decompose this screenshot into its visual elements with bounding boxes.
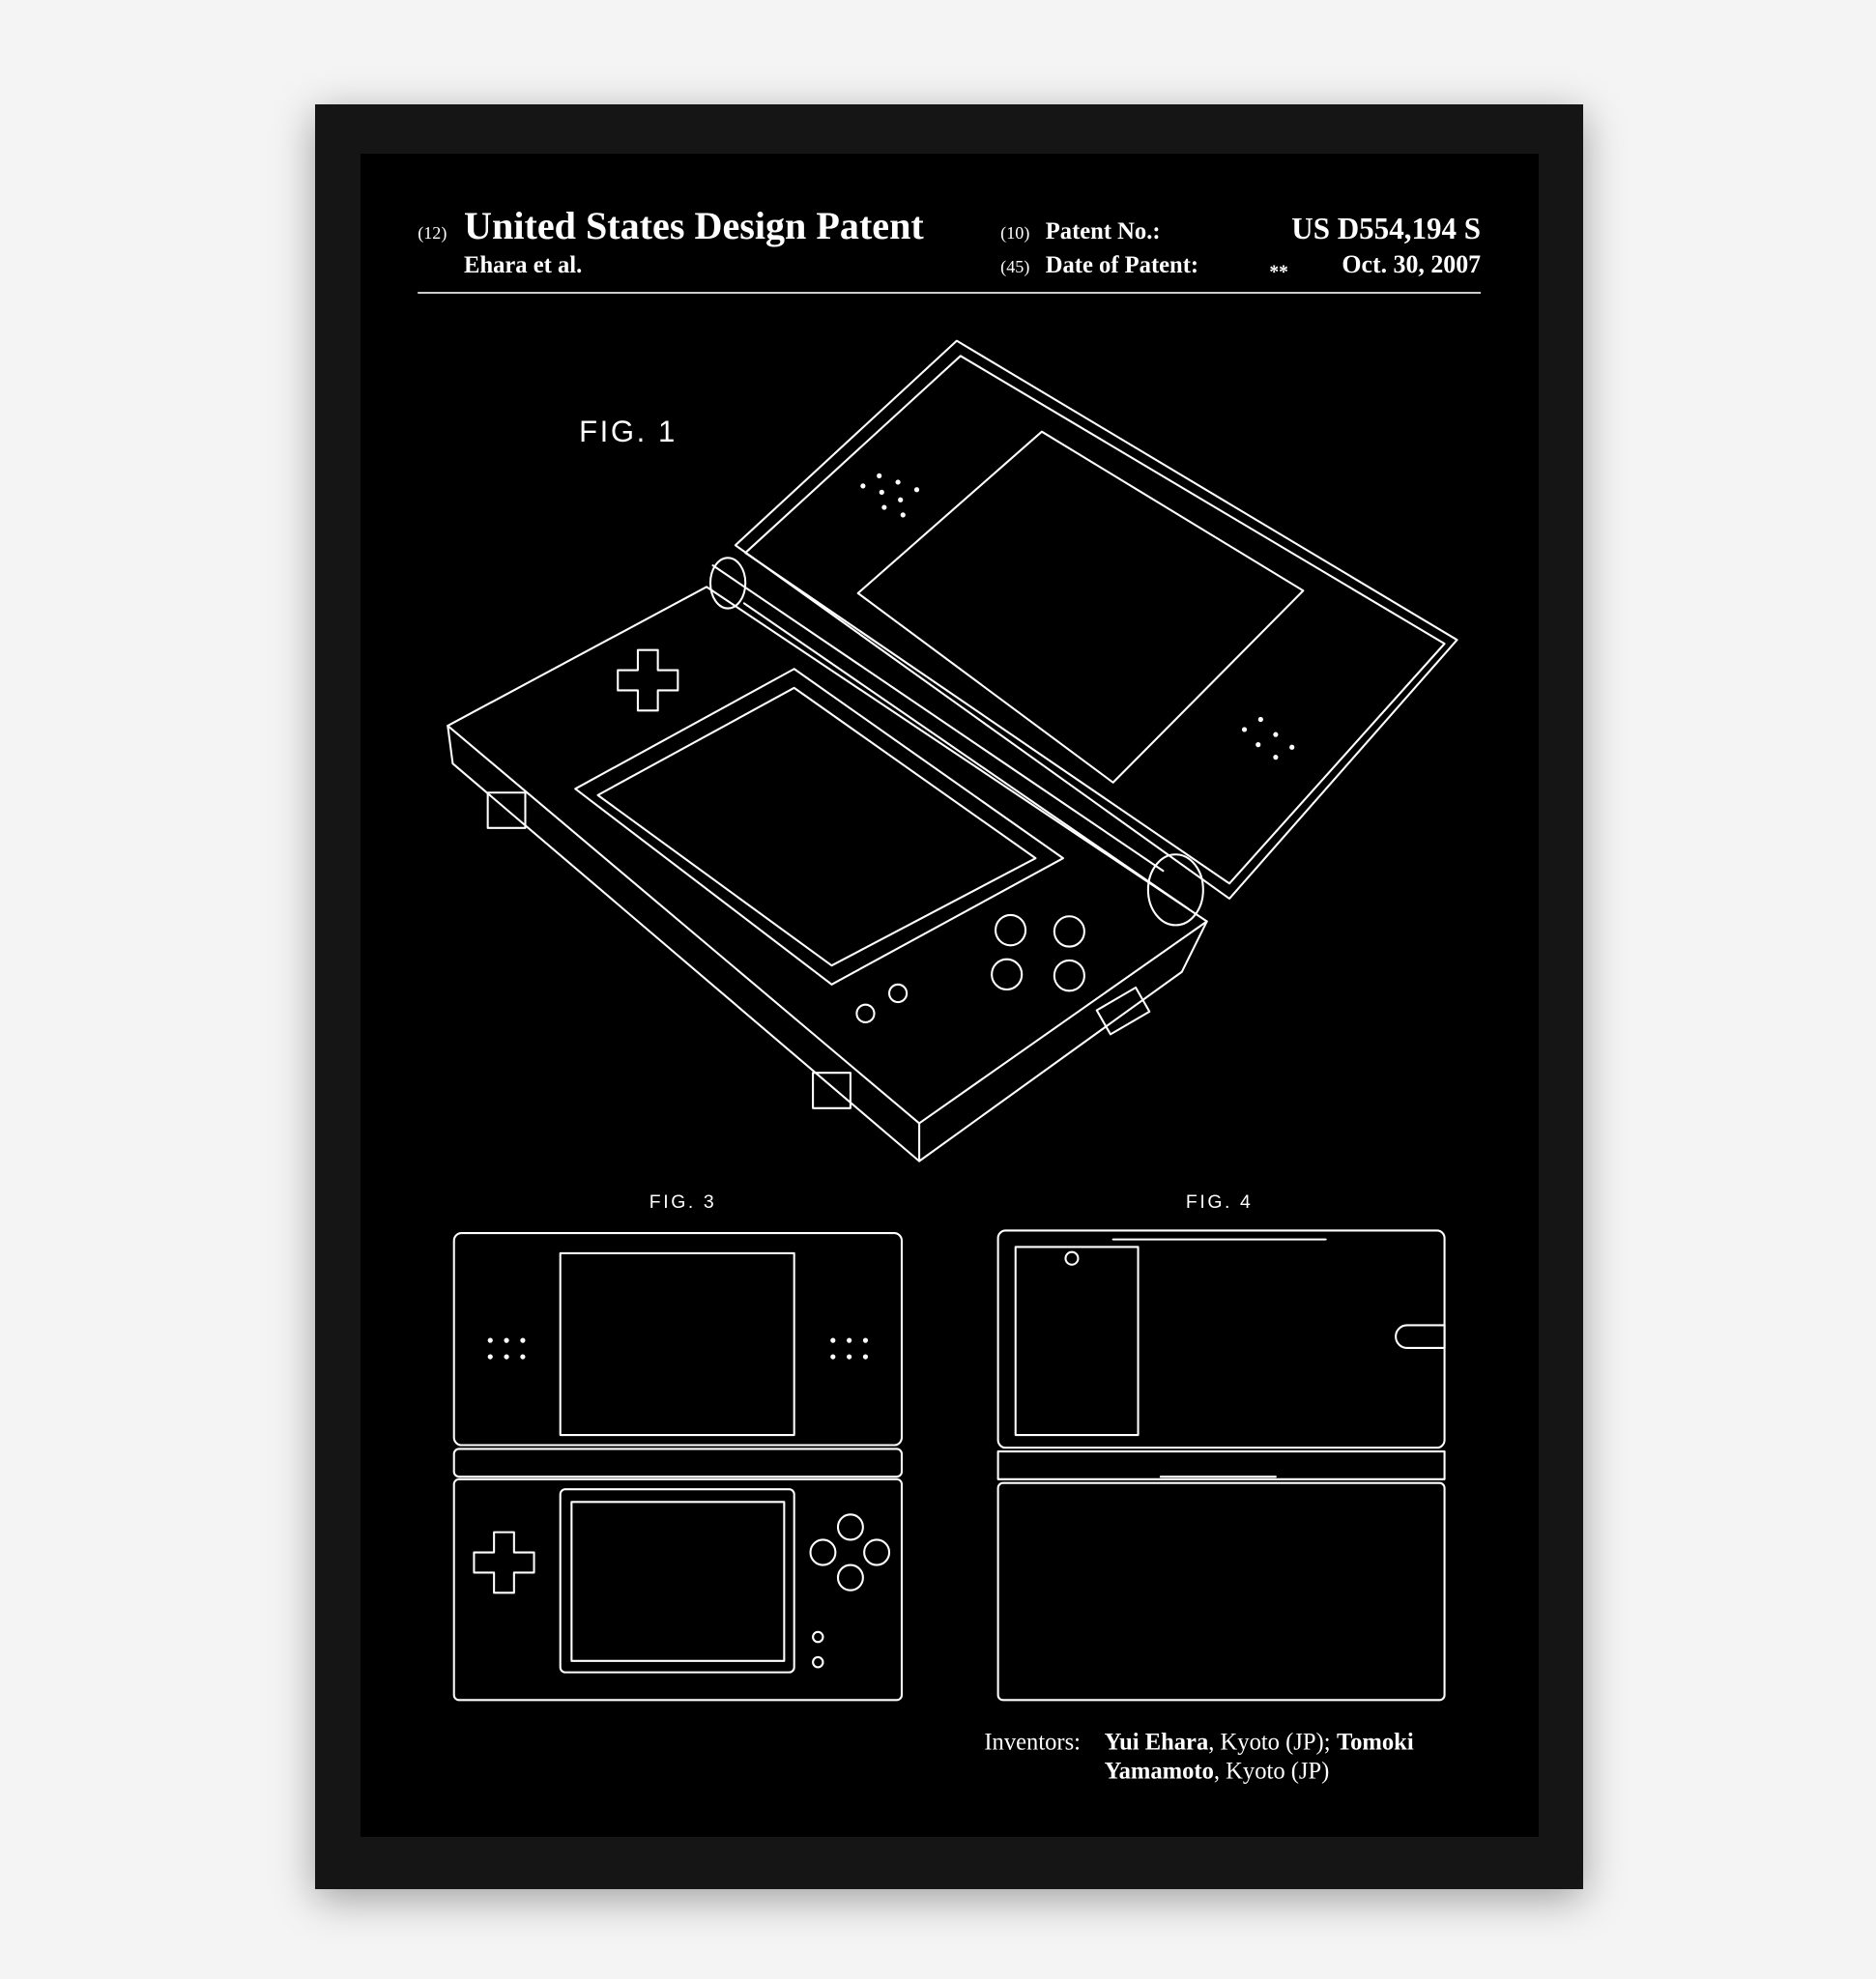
fig1-drawing [447,339,1458,1162]
inventors-label: Inventors: [984,1729,1081,1755]
patent-no-code: (10) [1000,223,1029,244]
patent-date: Oct. 30, 2007 [1342,250,1481,278]
patent-poster [361,154,1539,1837]
patent-number: US D554,194 S [1291,212,1481,245]
fig4-label: FIG. 4 [1186,1191,1253,1213]
inventor-2-name-last: Yamamoto [1105,1758,1214,1784]
date-code: (45) [1000,257,1029,277]
inventor-2-location: , Kyoto (JP) [1214,1758,1329,1784]
inventor-1-name: Yui Ehara [1105,1729,1209,1755]
fig4-drawing [996,1229,1446,1702]
inventor-1-location: , Kyoto (JP); [1208,1729,1330,1755]
patent-title: United States Design Patent [464,204,924,247]
inventors-line1: Yui Ehara, Kyoto (JP); Tomoki [1105,1729,1414,1755]
date-label: Date of Patent: [1046,252,1198,278]
patent-no-label: Patent No.: [1046,218,1161,244]
kind-code: (12) [418,223,447,244]
inventors-line2: Yamamoto, Kyoto (JP) [1105,1758,1330,1784]
fig1-label: FIG. 1 [579,415,678,448]
fig3-label: FIG. 3 [649,1191,716,1213]
fig3-drawing [452,1232,904,1702]
date-marker: ** [1269,262,1287,282]
inventor-short: Ehara et al. [464,252,582,278]
inventor-2-name-first: Tomoki [1337,1729,1414,1755]
